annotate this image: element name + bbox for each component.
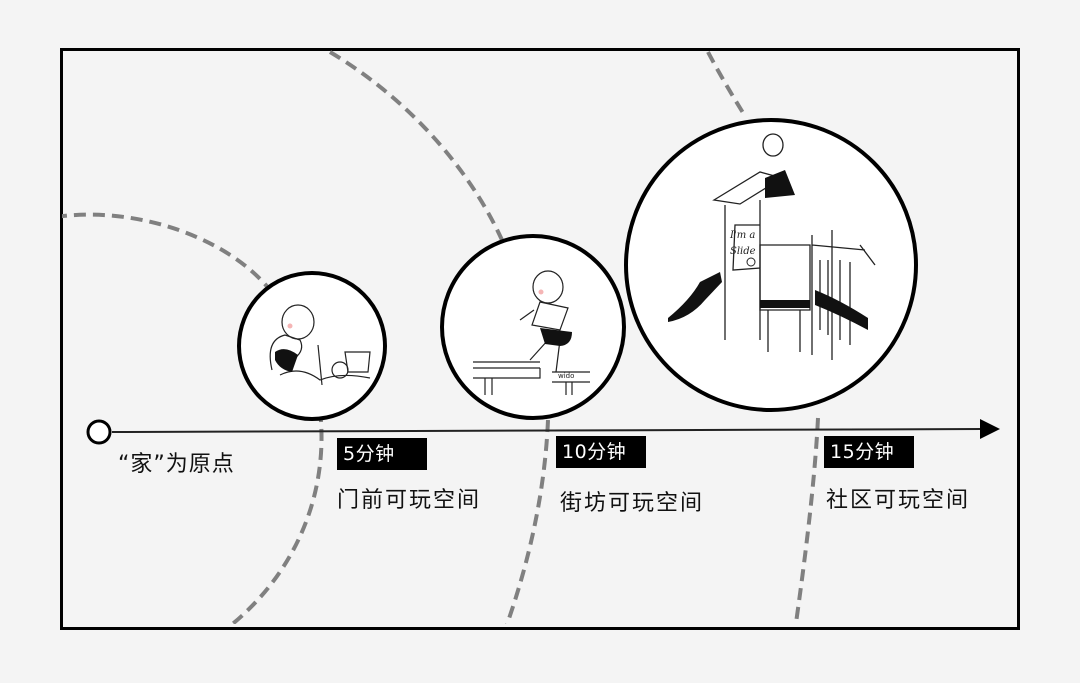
arrow-head-icon <box>980 419 1000 439</box>
origin-label: “家”为原点 <box>118 452 235 477</box>
space-label-doorstep: 门前可玩空间 <box>337 488 482 513</box>
time-badge-5min: 5分钟 <box>337 438 427 470</box>
radius-arc-15min <box>706 51 820 624</box>
origin-marker-icon <box>86 419 112 445</box>
space-label-neighborhood: 街坊可玩空间 <box>560 491 705 516</box>
illustration-sand-play <box>237 271 387 421</box>
radius-arc-5min <box>62 212 324 624</box>
illustration-playground: I'm a Slide <box>624 118 918 412</box>
illustration-bench-walk: wido <box>440 234 626 420</box>
radius-arc-10min <box>328 50 550 624</box>
timeline-axis <box>111 428 983 433</box>
time-badge-10min: 10分钟 <box>556 436 646 468</box>
slide-sign-line2: Slide <box>730 246 756 257</box>
signature-text: wido <box>558 372 574 380</box>
space-label-community: 社区可玩空间 <box>826 488 971 513</box>
diagram-frame <box>60 48 1020 630</box>
time-badge-15min: 15分钟 <box>824 436 914 468</box>
slide-sign-line1: I'm a <box>729 230 755 241</box>
